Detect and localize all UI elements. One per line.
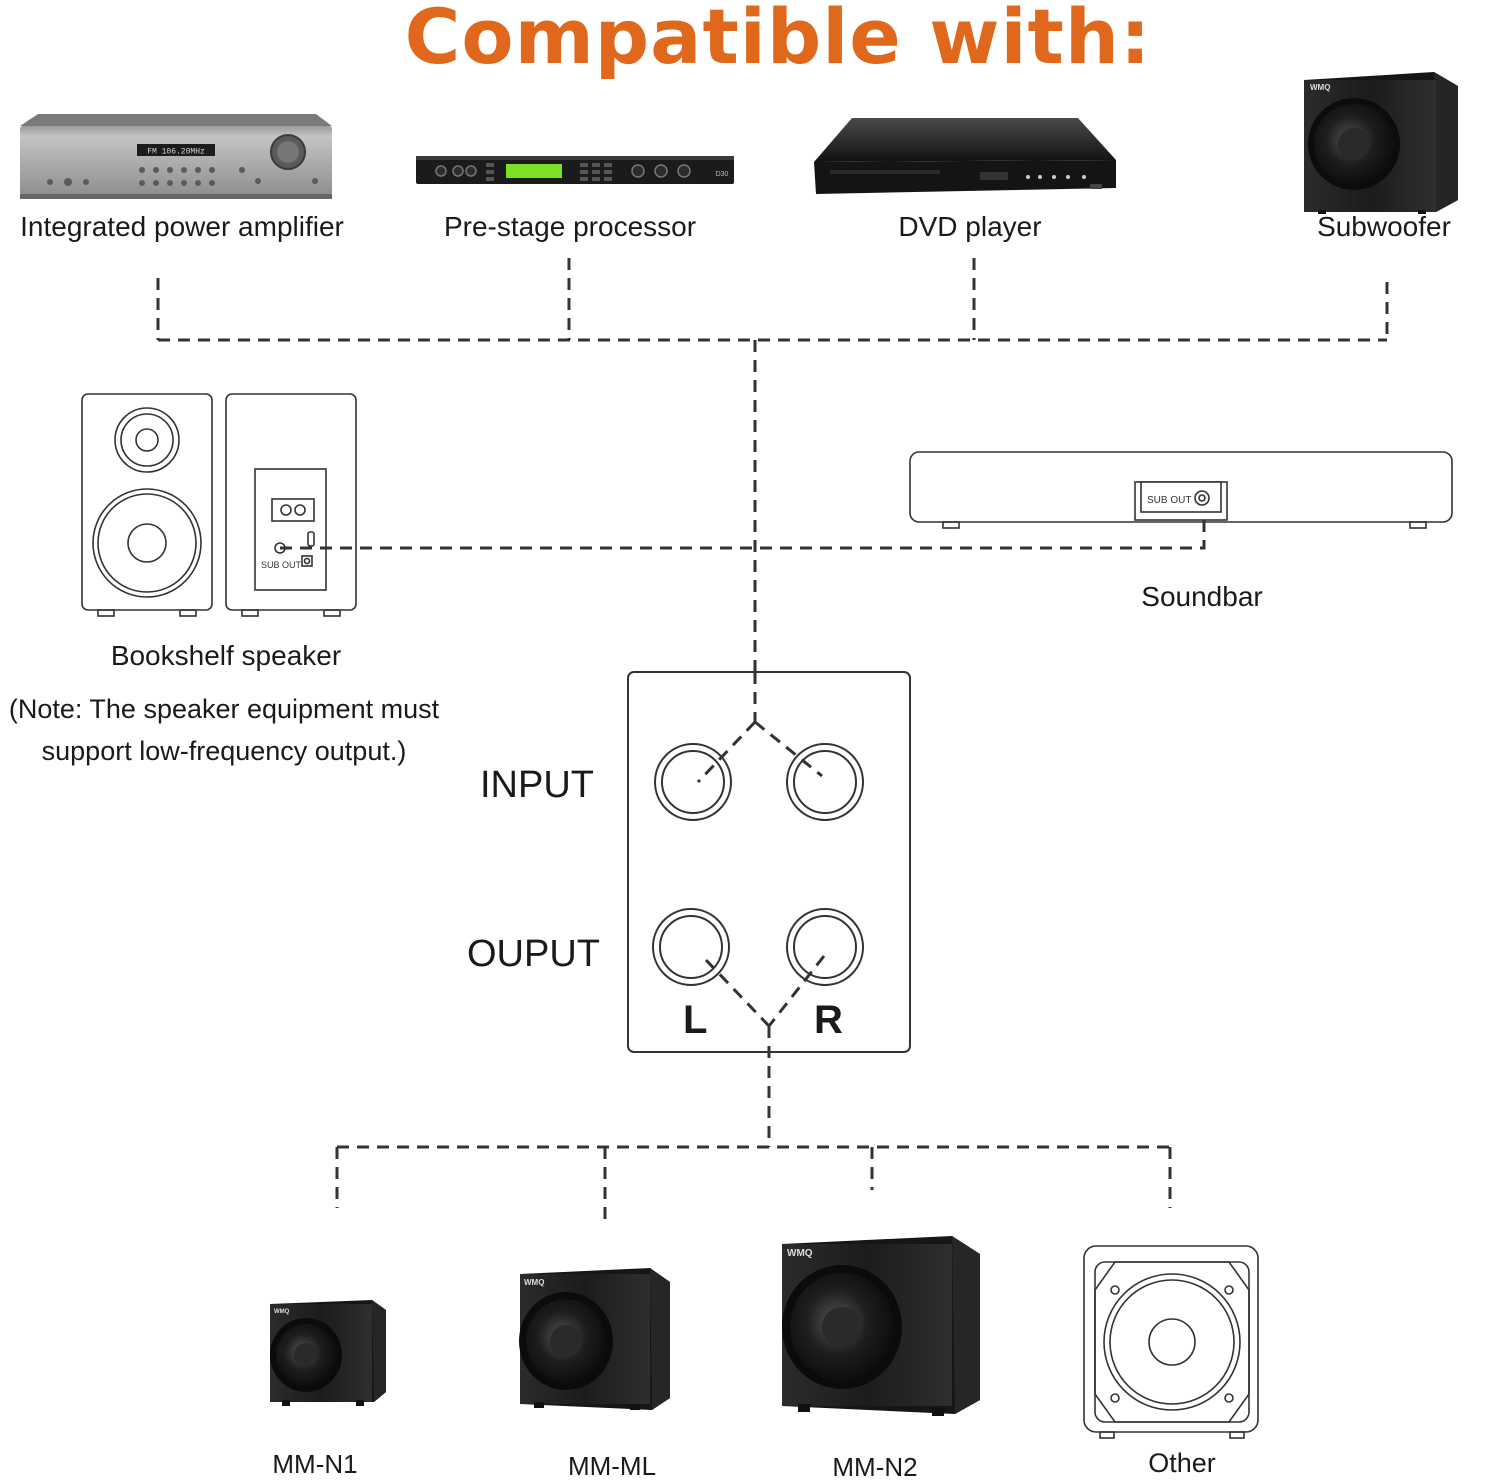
dashed-line-bookshelf-soundbar (280, 505, 1206, 550)
output-label: OUPUT (467, 933, 600, 975)
amplifier-display-text: FM 106.20MHz (147, 148, 205, 157)
amplifier-image: FM 106.20MHz (20, 114, 332, 199)
bookshelf-sub-out-jack (274, 542, 286, 554)
label-dvd-player: DVD player (898, 211, 1042, 242)
input-label: INPUT (480, 764, 594, 806)
bookshelf-sub-out-text: SUB OUT (261, 560, 302, 570)
bookshelf-note-line1: (Note: The speaker equipment must (8, 694, 440, 724)
mm-n1-brand-text: WMQ (274, 1309, 290, 1315)
bookshelf-speaker-rear (225, 393, 357, 617)
label-pre-stage-processor: Pre-stage processor (443, 211, 697, 242)
label-mm-n2: MM-N2 (832, 1452, 918, 1482)
mm-n2-brand-text: WMQ (787, 1248, 813, 1259)
label-mm-ml: MM-ML (567, 1451, 657, 1481)
right-channel-label: R (814, 998, 843, 1042)
label-integrated-power-amplifier: Integrated power amplifier (20, 211, 344, 242)
mm-ml-brand-text: WMQ (524, 1278, 544, 1287)
mm-n2-image: WMQ (782, 1236, 980, 1416)
other-subwoofer-image (1083, 1245, 1259, 1439)
bookshelf-speaker-front (81, 393, 213, 617)
left-channel-label: L (683, 998, 708, 1042)
subwoofer-brand-text: WMQ (1310, 83, 1330, 92)
processor-model-text: D30 (716, 171, 729, 178)
soundbar-image (909, 451, 1453, 529)
dvd-player-image (814, 118, 1116, 194)
label-mm-n1: MM-N1 (272, 1449, 358, 1479)
label-soundbar: Soundbar (1141, 581, 1263, 612)
label-subwoofer: Subwoofer (1317, 211, 1451, 242)
processor-image: D30 (416, 156, 734, 184)
soundbar-sub-out-text: SUB OUT (1147, 495, 1191, 506)
bookshelf-note-line2: support low-frequency output.) (41, 736, 407, 766)
bookshelf-note: (Note: The speaker equipment must suppor… (0, 688, 454, 772)
mm-n1-image: WMQ (270, 1300, 386, 1406)
label-other: Other (1148, 1448, 1216, 1478)
connector-panel (627, 671, 911, 1053)
page-title: Compatible with: (404, 0, 1152, 81)
soundbar-sub-out-jack (1194, 490, 1210, 506)
mm-ml-image: WMQ (519, 1268, 670, 1410)
label-bookshelf-speaker: Bookshelf speaker (110, 640, 342, 671)
subwoofer-image: WMQ (1304, 72, 1458, 214)
